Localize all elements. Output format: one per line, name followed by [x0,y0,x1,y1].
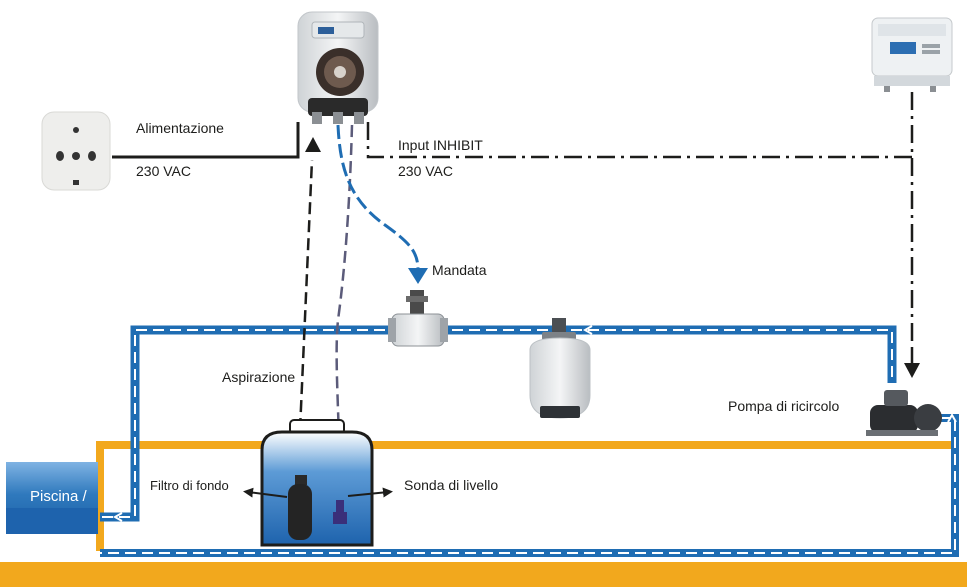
dosing-pump-icon [297,11,379,124]
control-panel-icon [871,17,953,92]
label-leaders [243,487,393,498]
flow-arrows [112,325,957,522]
label-230vac-right: 230 VAC [398,163,453,179]
inhibit-line [366,92,920,378]
power-socket-icon [41,111,111,191]
bottom-filter-icon [288,475,312,540]
sand-filter-icon [529,318,591,419]
recirculation-pump-icon [866,390,942,436]
delivery-line [336,124,428,284]
label-aspirazione: Aspirazione [222,369,295,385]
power-line [112,122,300,159]
tank-icon [260,419,374,547]
pool-frame [0,441,967,587]
level-probe-icon [333,500,347,524]
label-sonda-livello: Sonda di livello [404,477,498,493]
aspiration-line [298,137,321,431]
label-piscina: Piscina / [30,488,88,505]
label-filtro-fondo: Filtro di fondo [150,478,229,493]
label-230vac-left: 230 VAC [136,163,191,179]
injection-valve-icon [388,290,448,347]
label-mandata: Mandata [432,262,487,278]
label-input-inhibit: Input INHIBIT [398,137,483,153]
label-alimentazione: Alimentazione [136,120,224,136]
circulation-pipe [100,325,959,557]
pool-water [6,462,98,534]
label-pompa-ricircolo: Pompa di ricircolo [728,398,839,414]
